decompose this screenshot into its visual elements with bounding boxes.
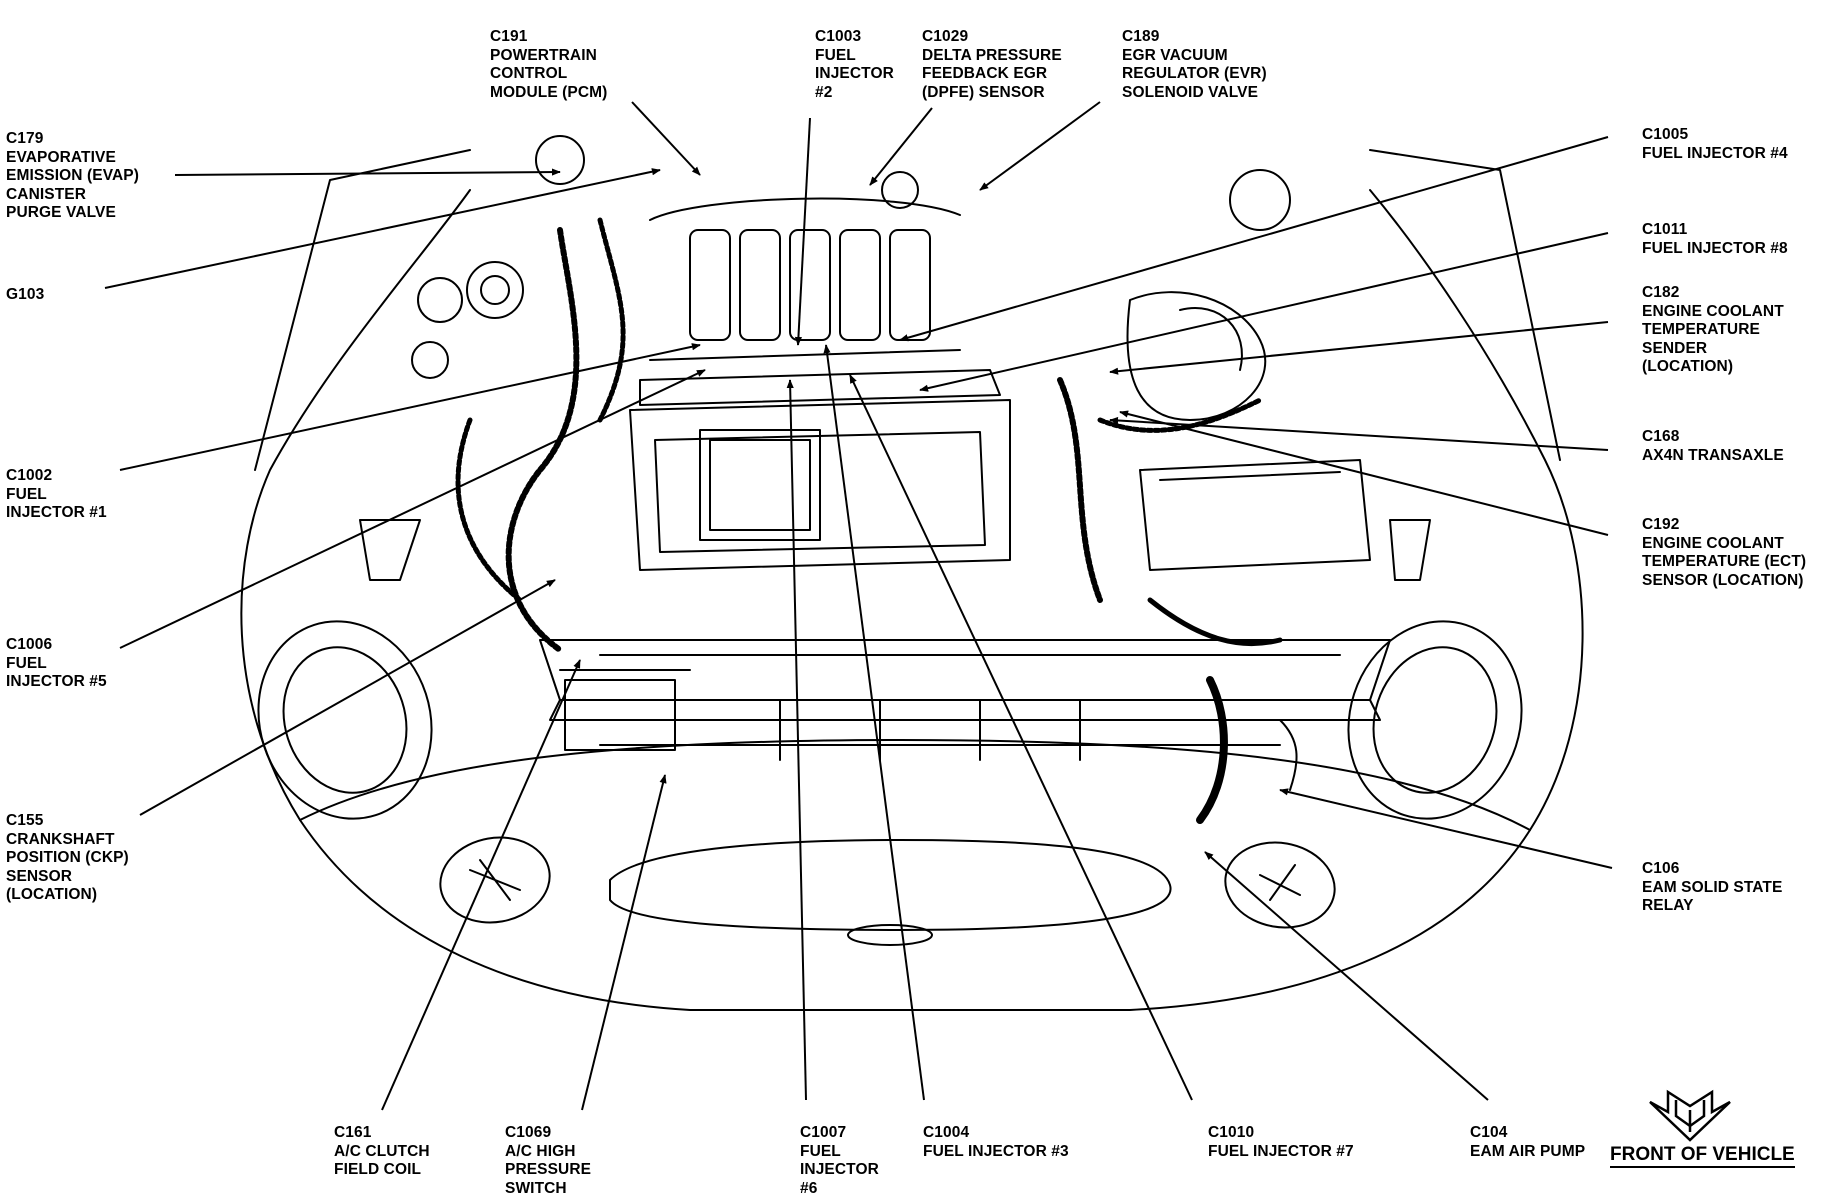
callout-c1003: C1003 FUEL INJECTOR #2: [815, 28, 894, 101]
leader-c192: [1119, 410, 1609, 536]
engine-bay-drawing: [240, 135, 1584, 1011]
leader-c1011: [919, 232, 1609, 392]
leader-c1010: [849, 374, 1193, 1101]
callout-c1011: C1011 FUEL INJECTOR #8: [1642, 221, 1788, 257]
leader-c1005: [899, 136, 1609, 342]
callout-c1010: C1010 FUEL INJECTOR #7: [1208, 1124, 1354, 1160]
leader-c1004: [823, 344, 925, 1101]
callout-c104: C104 EAM AIR PUMP: [1470, 1124, 1586, 1160]
callout-c189: C189 EGR VACUUM REGULATOR (EVR) SOLENOID…: [1122, 28, 1267, 101]
leader-c182: [1109, 321, 1609, 375]
leader-c1002: [119, 343, 701, 471]
leader-lines: [104, 101, 1613, 1111]
callout-g103: G103: [6, 286, 45, 303]
callout-c1005: C1005 FUEL INJECTOR #4: [1642, 126, 1788, 162]
leader-c168: [1109, 416, 1609, 451]
front-of-vehicle-label: FRONT OF VEHICLE: [1610, 1144, 1795, 1168]
leader-c1069: [581, 774, 667, 1111]
front-of-vehicle-arrow-icon: [1649, 1089, 1731, 1142]
callout-c1007: C1007 FUEL INJECTOR #6: [800, 1124, 879, 1197]
callout-c192: C192 ENGINE COOLANT TEMPERATURE (ECT) SE…: [1642, 516, 1807, 589]
leader-c191: [631, 101, 701, 176]
leader-c189: [979, 101, 1101, 191]
callout-c161: C161 A/C CLUTCH FIELD COIL: [334, 1124, 430, 1178]
callout-c182: C182 ENGINE COOLANT TEMPERATURE SENDER (…: [1642, 284, 1784, 375]
callout-c106: C106 EAM SOLID STATE RELAY: [1642, 860, 1783, 914]
leader-c1029: [869, 107, 933, 186]
callout-c1029: C1029 DELTA PRESSURE FEEDBACK EGR (DPFE)…: [922, 28, 1062, 101]
callout-c1006: C1006 FUEL INJECTOR #5: [6, 636, 107, 690]
leader-g103: [104, 168, 661, 289]
leader-c104: [1204, 851, 1489, 1101]
leader-c161: [381, 659, 581, 1111]
leader-c179: [174, 168, 561, 176]
callout-c1069: C1069 A/C HIGH PRESSURE SWITCH: [505, 1124, 592, 1197]
callout-c1002: C1002 FUEL INJECTOR #1: [6, 467, 107, 521]
callout-c1004: C1004 FUEL INJECTOR #3: [923, 1124, 1069, 1160]
callout-c179: C179 EVAPORATIVE EMISSION (EVAP) CANISTE…: [6, 130, 139, 221]
callout-c155: C155 CRANKSHAFT POSITION (CKP) SENSOR (L…: [6, 812, 129, 903]
callout-c191: C191 POWERTRAIN CONTROL MODULE (PCM): [490, 28, 608, 101]
leader-c106: [1279, 788, 1613, 869]
leader-c1006: [119, 369, 706, 649]
callout-c168: C168 AX4N TRANSAXLE: [1642, 428, 1784, 464]
leader-c1003: [794, 117, 811, 346]
leader-c1007: [786, 379, 807, 1101]
leader-c155: [139, 579, 556, 816]
